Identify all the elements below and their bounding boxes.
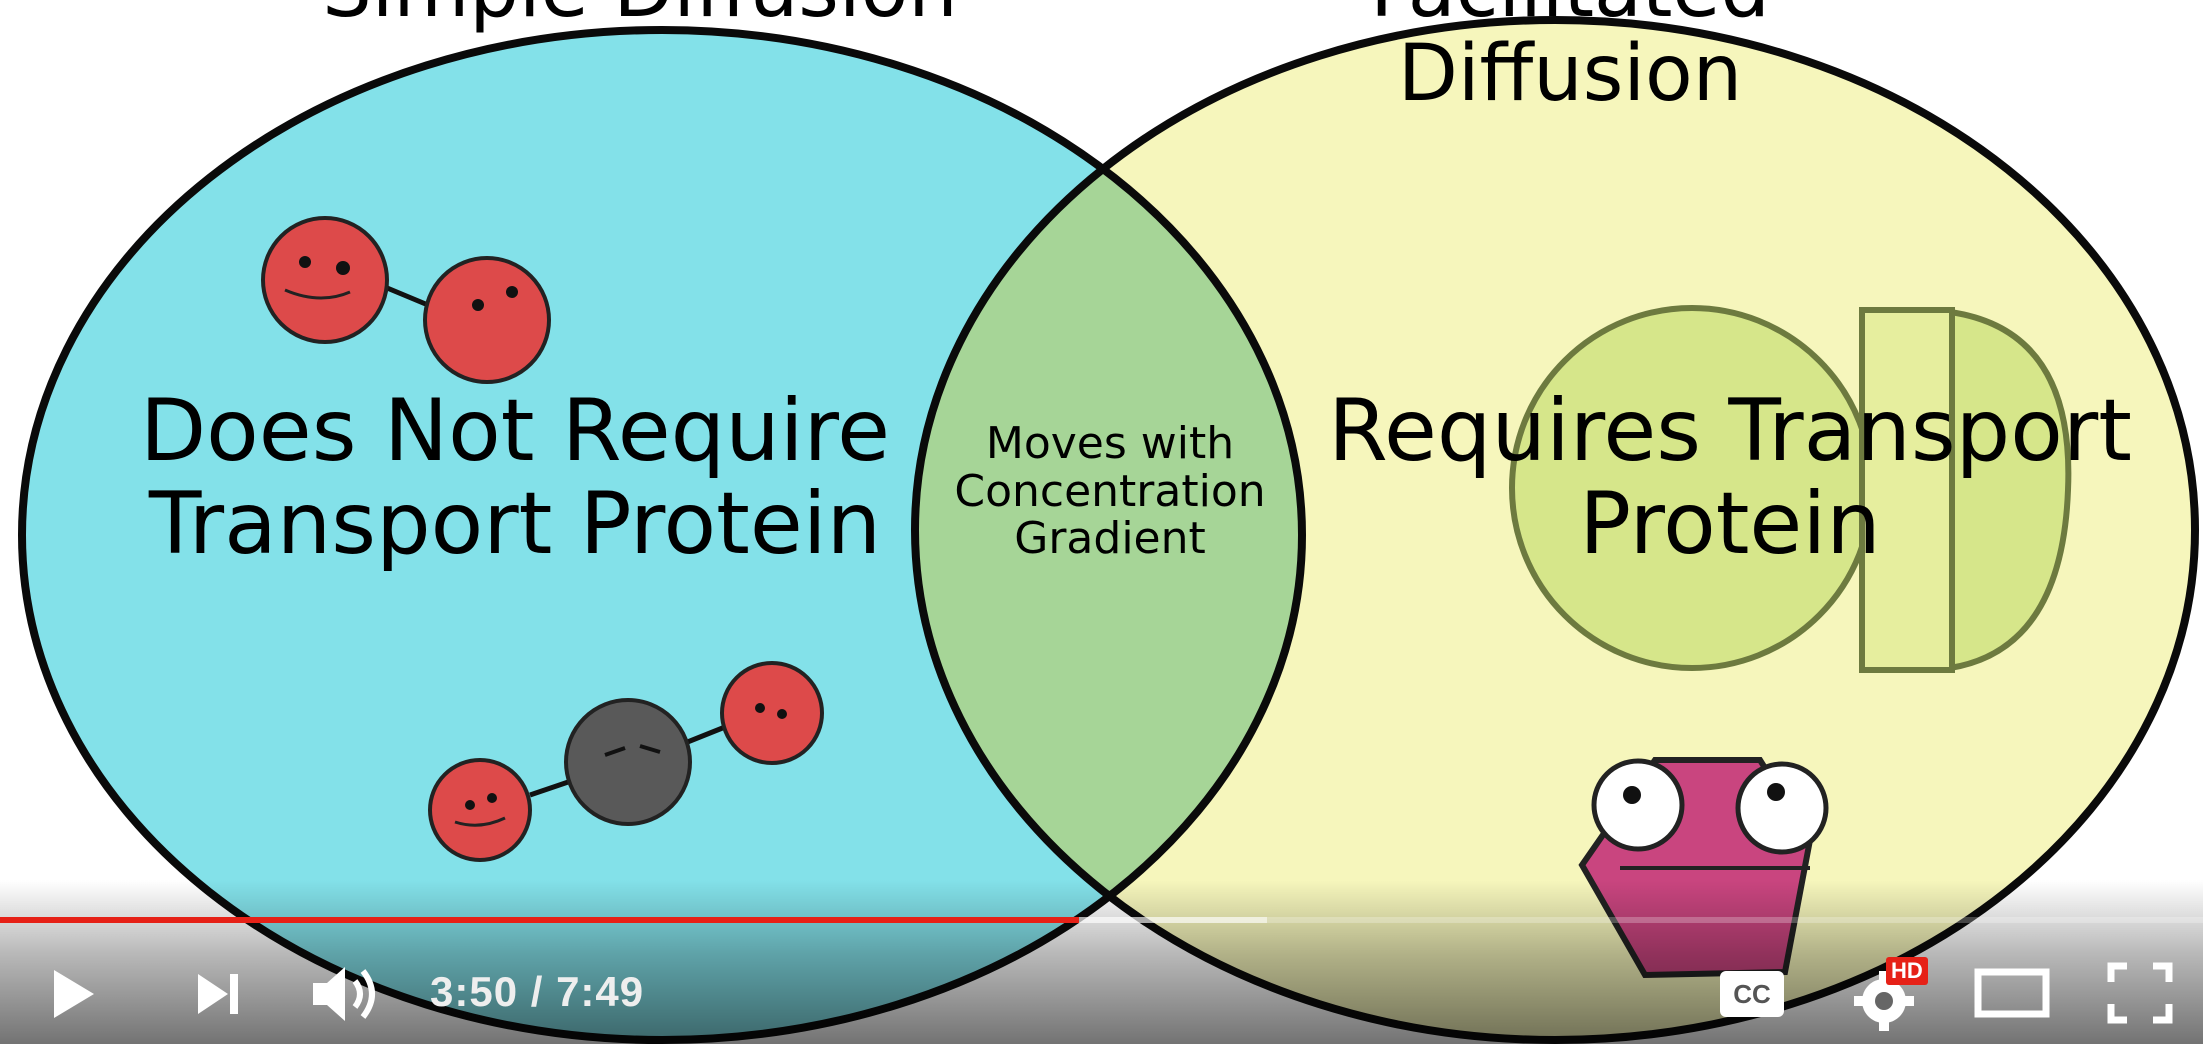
play-button[interactable]	[36, 958, 108, 1030]
theater-mode-icon	[1974, 966, 2050, 1020]
volume-icon	[305, 959, 385, 1029]
overlap-region-label: Moves with Concentration Gradient	[940, 420, 1280, 563]
simple-diffusion-heading: Simple Diffusion	[320, 0, 960, 32]
theater-mode-button[interactable]	[1970, 962, 2054, 1024]
left-region-label: Does Not Require Transport Protein	[100, 385, 930, 571]
fullscreen-icon	[2107, 962, 2173, 1024]
time-separator: /	[531, 968, 544, 1015]
volume-button[interactable]	[300, 956, 390, 1032]
captions-label: CC	[1733, 979, 1771, 1010]
captions-button[interactable]: CC	[1716, 964, 1788, 1024]
current-time: 3:50	[430, 968, 518, 1015]
captions-icon: CC	[1720, 971, 1784, 1017]
duration: 7:49	[556, 968, 644, 1015]
next-icon	[190, 968, 246, 1020]
next-button[interactable]	[182, 960, 254, 1028]
time-display: 3:50 / 7:49	[430, 966, 644, 1018]
progress-bar[interactable]	[0, 914, 2203, 926]
hd-badge: HD	[1886, 957, 1928, 985]
settings-button[interactable]: HD	[1840, 955, 1940, 1033]
right-region-label: Requires Transport Protein	[1290, 385, 2170, 571]
fullscreen-button[interactable]	[2100, 958, 2180, 1028]
facilitated-diffusion-heading: Facilitated Diffusion	[1190, 0, 1950, 116]
progress-played	[0, 917, 1079, 923]
play-icon	[44, 964, 100, 1024]
